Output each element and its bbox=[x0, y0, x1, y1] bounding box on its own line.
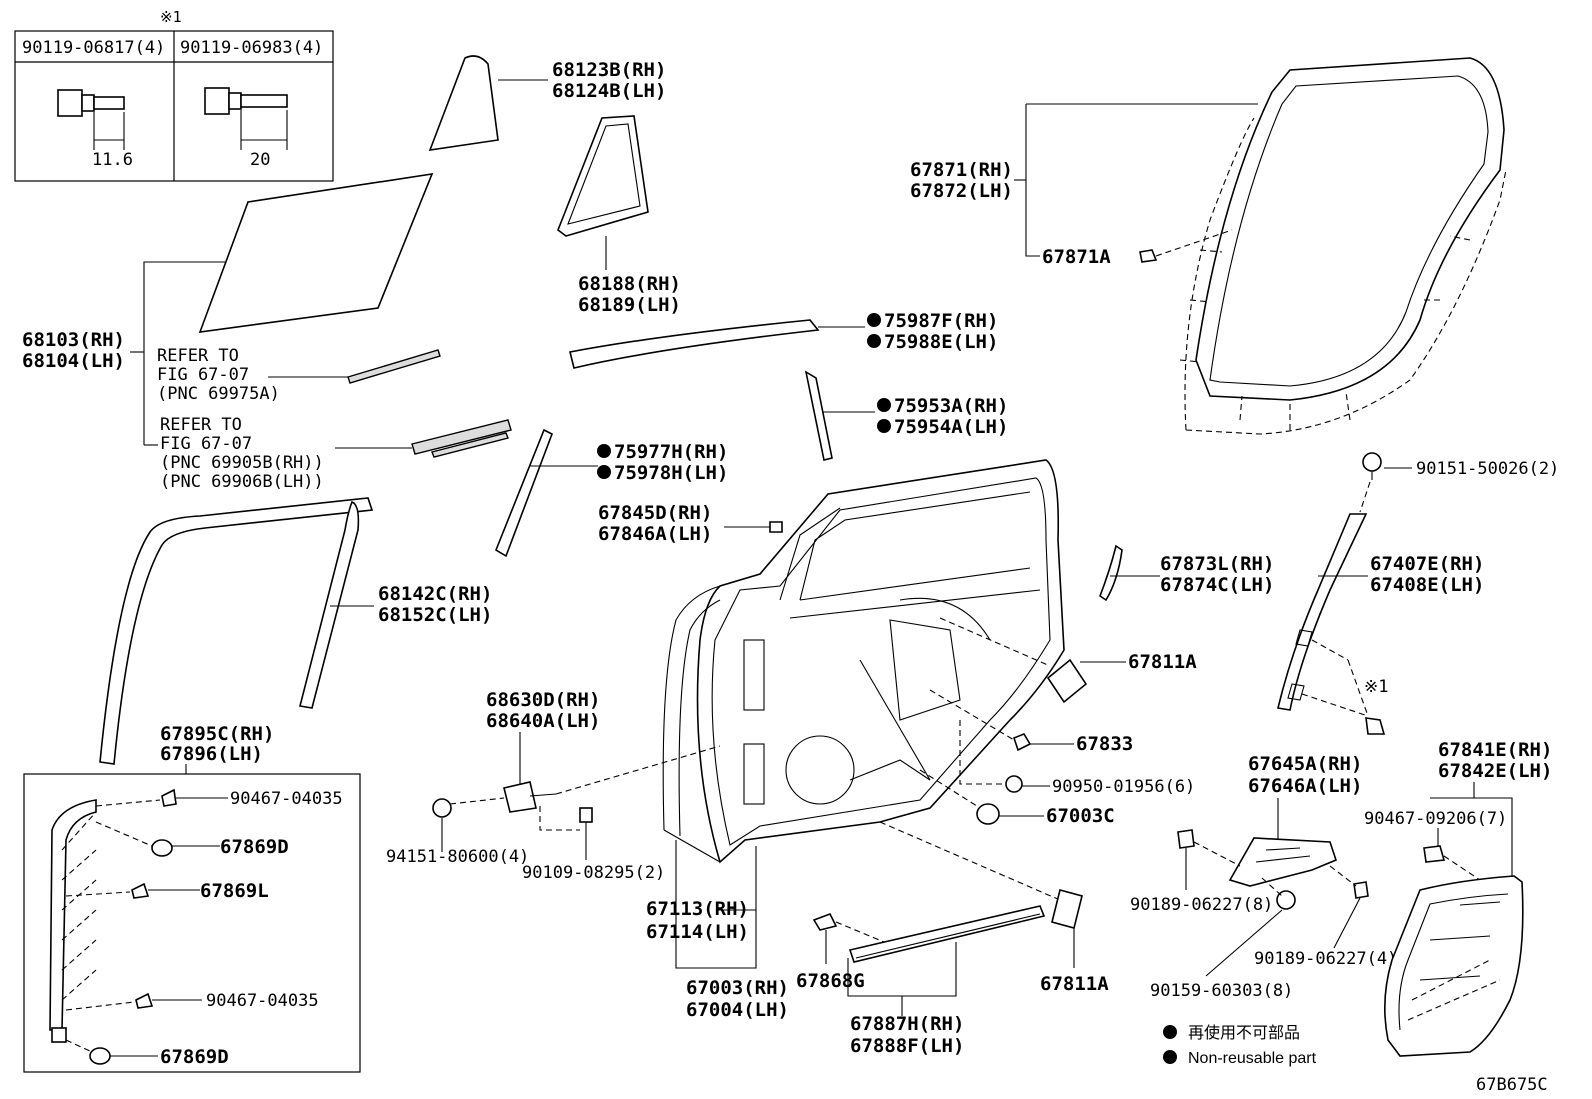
door-clip: 67845D(RH) 67846A(LH) bbox=[598, 502, 783, 545]
quarter-glass: 68123B(RH) 68124B(LH) bbox=[428, 55, 666, 151]
part-label: 67811A bbox=[1128, 651, 1197, 673]
part-label: 67871(RH) bbox=[910, 159, 1013, 181]
part-label: 67869D bbox=[160, 1046, 229, 1068]
part-label: 90189-06227(4) bbox=[1254, 949, 1397, 969]
refer-1-line1: REFER TO bbox=[157, 346, 239, 366]
part-label: 67811A bbox=[1040, 973, 1109, 995]
part-label: 68152C(LH) bbox=[378, 604, 492, 626]
sealing-cover-upper: 67811A bbox=[939, 617, 1197, 704]
part-label: 75987F(RH) bbox=[884, 310, 998, 332]
part-label: 67003C bbox=[1046, 805, 1115, 827]
door-weatherstrip: 67871(RH) 67872(LH) 67871A bbox=[910, 57, 1507, 435]
part-label: 67887H(RH) bbox=[850, 1013, 964, 1035]
bolt-right-dim: 20 bbox=[250, 150, 270, 170]
part-label: 67869D bbox=[220, 836, 289, 858]
part-label: 68640A(LH) bbox=[486, 710, 600, 732]
part-label: 67874C(LH) bbox=[1160, 574, 1274, 596]
handle-bracket: 67645A(RH) 67646A(LH) 90189-06227(8) 901… bbox=[1130, 753, 1397, 1001]
bolt-right-part: 90119-06983(4) bbox=[180, 38, 323, 58]
part-label: 90467-04035 bbox=[230, 789, 343, 809]
small-fasteners: 67833 90950-01956(6) 67003C bbox=[919, 689, 1195, 827]
part-label: 68123B(RH) bbox=[552, 59, 666, 81]
part-label: 67114(LH) bbox=[646, 921, 749, 943]
refer-2-line2: FIG 67-07 bbox=[160, 434, 252, 454]
part-label: 67645A(RH) bbox=[1248, 753, 1362, 775]
part-label: 68142C(RH) bbox=[378, 583, 492, 605]
bolt-table: ※1 90119-06817(4) 90119-06983(4) 11.6 20 bbox=[14, 8, 334, 182]
part-label: 67873L(RH) bbox=[1160, 553, 1274, 575]
part-label: 67003(RH) bbox=[686, 977, 789, 999]
part-label: 67869L bbox=[200, 880, 269, 902]
non-reusable-dot-icon bbox=[1163, 1025, 1177, 1039]
figure-id: 67B675C bbox=[1476, 1075, 1548, 1095]
part-label: 75954A(LH) bbox=[894, 416, 1008, 438]
part-label: 67407E(RH) bbox=[1370, 553, 1484, 575]
part-label: 67888F(LH) bbox=[850, 1035, 964, 1057]
part-label: 67872(LH) bbox=[910, 180, 1013, 202]
part-label: 67846A(LH) bbox=[598, 523, 712, 545]
part-label: 68630D(RH) bbox=[486, 689, 600, 711]
part-label: 67868G bbox=[796, 970, 865, 992]
rear-garnish: 67873L(RH) 67874C(LH) bbox=[1099, 544, 1274, 602]
pillar-garnish: 75953A(RH) 75954A(LH) bbox=[804, 370, 1008, 461]
part-label: 90189-06227(8) bbox=[1130, 895, 1273, 915]
part-label: 90151-50026(2) bbox=[1416, 459, 1559, 479]
part-label: 67646A(LH) bbox=[1248, 775, 1362, 797]
part-label: 67408E(LH) bbox=[1370, 574, 1484, 596]
part-label: ※1 bbox=[1364, 677, 1388, 697]
legend-en: Non-reusable part bbox=[1188, 1050, 1317, 1067]
part-label: 67833 bbox=[1076, 733, 1133, 755]
refer-1-line2: FIG 67-07 bbox=[157, 365, 249, 385]
part-label: 68104(LH) bbox=[22, 350, 125, 372]
part-label: 90159-60303(8) bbox=[1150, 981, 1293, 1001]
part-label: 67113(RH) bbox=[646, 898, 749, 920]
refer-2-line4: (PNC 69906B(LH)) bbox=[160, 472, 324, 492]
part-label: 90950-01956(6) bbox=[1052, 777, 1195, 797]
frame-garnish: 75977H(RH) 75978H(LH) bbox=[495, 428, 728, 558]
part-label: 68124B(LH) bbox=[552, 80, 666, 102]
quarter-weatherstrip: 68188(RH) 68189(LH) bbox=[557, 115, 681, 316]
belt-moulding: 75987F(RH) 75988E(LH) bbox=[569, 310, 998, 369]
part-label: 68103(RH) bbox=[22, 329, 125, 351]
refer-2-line3: (PNC 69905B(RH)) bbox=[160, 453, 324, 473]
bolt-right-drawing bbox=[204, 87, 288, 150]
part-label: 68188(RH) bbox=[578, 273, 681, 295]
door-check-group: 67895C(RH) 67896(LH) 90467-04035 67869D … bbox=[23, 723, 361, 1073]
lower-sash: 90151-50026(2) 67407E(RH) 67408E(LH) ※1 bbox=[1277, 452, 1559, 735]
legend-jp: 再使用不可部品 bbox=[1188, 1023, 1300, 1042]
part-label: 90467-04035 bbox=[206, 991, 319, 1011]
refer-1-line3: (PNC 69975A) bbox=[157, 384, 280, 404]
part-label: 67895C(RH) bbox=[160, 723, 274, 745]
part-label: 75953A(RH) bbox=[894, 395, 1008, 417]
lower-weatherstrip: 67868G 67887H(RH) 67888F(LH) bbox=[796, 821, 1061, 1057]
bolt-left-dim: 11.6 bbox=[92, 150, 133, 170]
part-label: 67004(LH) bbox=[686, 999, 789, 1021]
bolt-left-part: 90119-06817(4) bbox=[22, 38, 165, 58]
part-label: 90467-09206(7) bbox=[1364, 809, 1507, 829]
part-label: 90109-08295(2) bbox=[522, 863, 665, 883]
run-channel: 68142C(RH) 68152C(LH) bbox=[99, 497, 492, 765]
part-label: 67842E(LH) bbox=[1438, 760, 1552, 782]
part-label: 75988E(LH) bbox=[884, 331, 998, 353]
sealing-cover-lower: 67811A bbox=[1040, 889, 1109, 995]
part-label: 75977H(RH) bbox=[614, 441, 728, 463]
door-glass: 68103(RH) 68104(LH) REFER TO FIG 67-07 (… bbox=[22, 172, 512, 492]
legend: 再使用不可部品 Non-reusable part 67B675C bbox=[1163, 1023, 1548, 1095]
part-label: 67896(LH) bbox=[160, 743, 263, 765]
note-mark: ※1 bbox=[160, 8, 182, 26]
part-label: 67845D(RH) bbox=[598, 502, 712, 524]
part-label: 67841E(RH) bbox=[1438, 739, 1552, 761]
part-label: 67871A bbox=[1042, 246, 1111, 268]
part-label: 68189(LH) bbox=[578, 294, 681, 316]
part-label: 75978H(LH) bbox=[614, 462, 728, 484]
part-label: 94151-80600(4) bbox=[386, 847, 529, 867]
door-panel bbox=[662, 459, 1065, 864]
refer-2-line1: REFER TO bbox=[160, 415, 242, 435]
door-check: 68630D(RH) 68640A(LH) 94151-80600(4) 901… bbox=[386, 689, 721, 883]
service-hole-cover: 67841E(RH) 67842E(LH) 90467-09206(7) bbox=[1364, 739, 1552, 1057]
bolt-left-drawing bbox=[57, 89, 125, 150]
non-reusable-dot-icon bbox=[1163, 1050, 1177, 1064]
door-panel-labels: 67113(RH) 67114(LH) 67003(RH) 67004(LH) bbox=[646, 840, 789, 1021]
